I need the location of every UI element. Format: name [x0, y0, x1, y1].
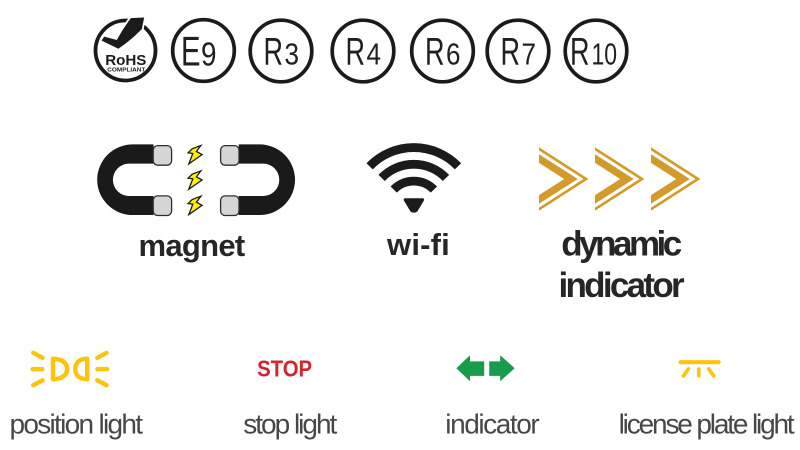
svg-text:wi-fi: wi-fi: [386, 227, 450, 262]
svg-text:R: R: [264, 31, 284, 74]
svg-text:STOP: STOP: [257, 356, 312, 382]
svg-text:indicator: indicator: [558, 266, 685, 305]
svg-text:COMPLIANT: COMPLIANT: [107, 67, 145, 73]
svg-text:3: 3: [285, 38, 300, 72]
svg-text:position light: position light: [9, 408, 143, 439]
svg-text:R: R: [501, 31, 521, 74]
svg-text:R: R: [346, 31, 366, 74]
svg-text:R: R: [570, 31, 590, 74]
svg-text:stop light: stop light: [243, 408, 337, 439]
svg-text:license plate light: license plate light: [619, 408, 795, 439]
svg-text:R: R: [425, 31, 445, 74]
svg-text:6: 6: [446, 38, 461, 72]
svg-text:9: 9: [201, 37, 217, 74]
svg-text:dynamic: dynamic: [561, 225, 682, 264]
svg-text:4: 4: [367, 38, 382, 72]
svg-text:E: E: [181, 28, 201, 75]
svg-text:magnet: magnet: [138, 228, 244, 263]
svg-text:7: 7: [522, 38, 537, 72]
svg-text:RoHS: RoHS: [105, 52, 146, 69]
svg-text:10: 10: [592, 38, 618, 72]
svg-text:indicator: indicator: [445, 408, 539, 439]
